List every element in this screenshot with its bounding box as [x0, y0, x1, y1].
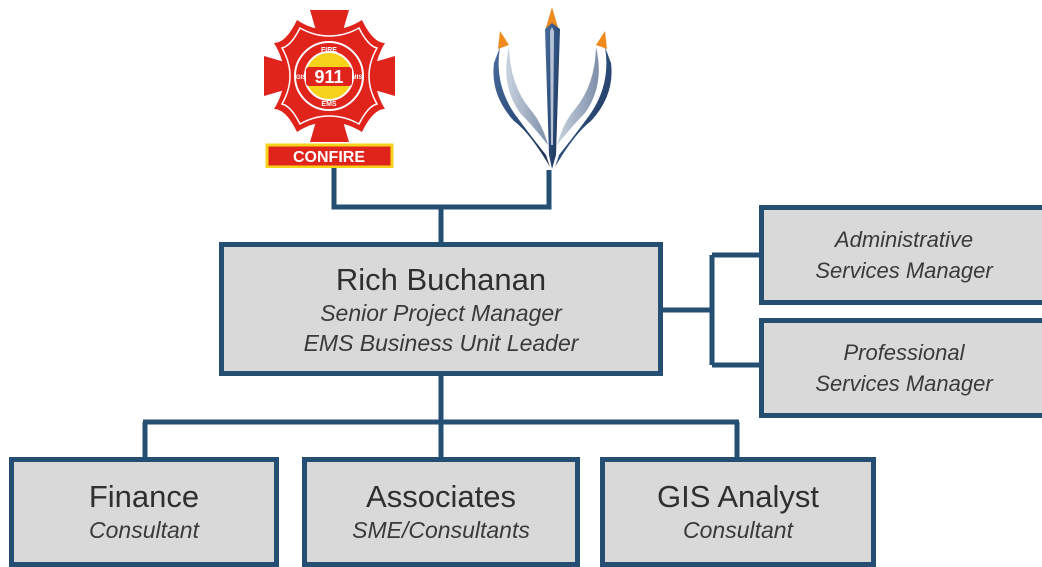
professional-services-manager-box: Professional Services Manager	[759, 318, 1042, 418]
prof-line1: Professional	[843, 340, 965, 365]
confire-gis-text: GIS	[296, 75, 306, 81]
org-chart: 911 FIRE EMS GIS MIS CONFIRE	[9, 7, 1042, 567]
trident-right-tip	[596, 31, 607, 49]
gis-analyst-name: GIS Analyst	[657, 479, 819, 514]
finance-name: Finance	[88, 479, 200, 514]
associates-title: SME/Consultants	[352, 517, 530, 543]
connector-trident	[441, 170, 552, 210]
org-connectors	[142, 168, 759, 457]
prof-line2: Services Manager	[815, 371, 993, 396]
connector-confire	[331, 168, 441, 210]
admin-line1: Administrative	[834, 227, 974, 252]
finance-title: Consultant	[89, 517, 199, 543]
confire-ems-text: EMS	[321, 101, 337, 108]
leader-title-line1: Senior Project Manager	[320, 299, 562, 326]
confire-fire-text: FIRE	[321, 47, 337, 54]
confire-logo-icon: 911 FIRE EMS GIS MIS CONFIRE	[264, 10, 395, 168]
associates-box: Associates SME/Consultants	[302, 457, 580, 567]
admin-services-manager-box: Administrative Services Manager	[759, 205, 1042, 305]
confire-911-text: 911	[314, 67, 343, 87]
confire-banner-text: CONFIRE	[293, 149, 365, 166]
leader-name: Rich Buchanan	[335, 261, 547, 297]
leader-box: Rich Buchanan Senior Project Manager EMS…	[219, 242, 663, 376]
gis-analyst-box: GIS Analyst Consultant	[600, 457, 876, 567]
confire-mis-text: MIS	[352, 75, 363, 81]
trident-left-tip	[498, 31, 509, 49]
trident-center-tip	[545, 7, 559, 31]
gis-analyst-title: Consultant	[683, 517, 793, 543]
associates-name: Associates	[366, 479, 516, 514]
finance-box: Finance Consultant	[9, 457, 279, 567]
admin-line2: Services Manager	[815, 258, 993, 283]
leader-title-line2: EMS Business Unit Leader	[303, 329, 579, 356]
trident-logo-icon	[493, 7, 612, 169]
